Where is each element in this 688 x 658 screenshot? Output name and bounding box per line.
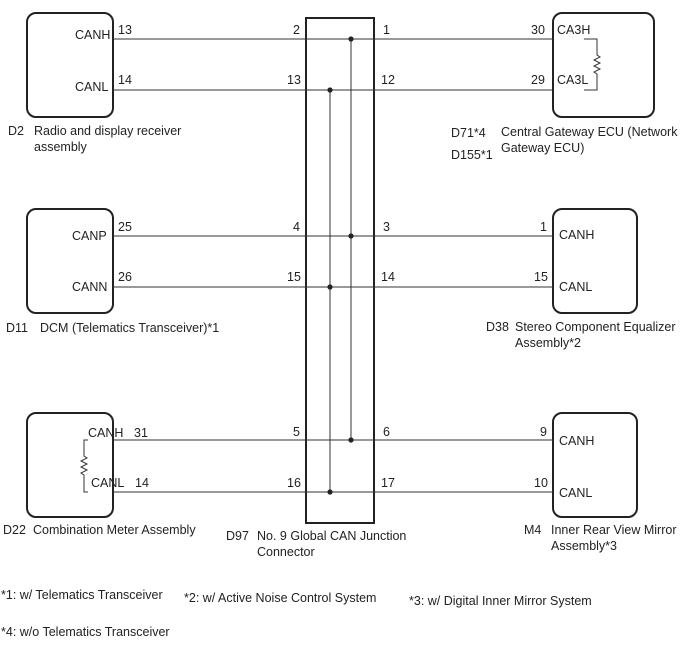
component-name-m4-line2: Assembly*3 xyxy=(551,539,617,553)
pin-number: 10 xyxy=(534,476,548,490)
component-name-d2: Radio and display receiver xyxy=(34,124,182,138)
pin-number: 14 xyxy=(135,476,149,490)
junction-pin-number: 16 xyxy=(287,476,301,490)
pin-number: 13 xyxy=(118,23,132,37)
signal-label: CANH xyxy=(559,434,595,448)
pin-number: 26 xyxy=(118,270,132,284)
signal-label: CANP xyxy=(72,229,107,243)
gateway-terminating-resistor xyxy=(584,38,602,91)
signal-label: CANL xyxy=(75,80,109,94)
signal-label: CANL xyxy=(91,476,125,490)
connector-code-m4: M4 xyxy=(524,523,542,537)
pin-number: 25 xyxy=(118,220,132,234)
splice-dot xyxy=(327,489,333,495)
ecu-box-d11 xyxy=(26,208,114,314)
connector-code-d11: D11 xyxy=(6,321,29,335)
junction-pin-number: 14 xyxy=(381,270,395,284)
signal-label: CA3H xyxy=(557,23,591,37)
meter-terminating-resistor xyxy=(79,439,89,493)
component-name-d2-line2: assembly xyxy=(34,140,87,154)
component-name-gateway-line2: Gateway ECU) xyxy=(501,141,585,155)
signal-label: CANH xyxy=(88,426,124,440)
junction-connector-box xyxy=(305,17,375,524)
junction-pin-number: 17 xyxy=(381,476,395,490)
component-name-gateway: Central Gateway ECU (Network xyxy=(501,125,678,139)
splice-dot xyxy=(348,233,354,239)
component-name-junction-line2: Connector xyxy=(257,545,315,559)
junction-pin-number: 2 xyxy=(293,23,300,37)
junction-pin-number: 4 xyxy=(293,220,300,234)
pin-number: 30 xyxy=(531,23,545,37)
junction-pin-number: 1 xyxy=(383,23,390,37)
footnote: *1: w/ Telematics Transceiver xyxy=(1,588,163,602)
signal-label: CANL xyxy=(559,280,593,294)
footnote: *2: w/ Active Noise Control System xyxy=(184,591,377,605)
junction-pin-number: 13 xyxy=(287,73,301,87)
component-name-junction: No. 9 Global CAN Junction xyxy=(257,529,407,543)
signal-label: CANH xyxy=(75,28,111,42)
footnote: *4: w/o Telematics Transceiver xyxy=(1,625,170,639)
connector-code-d71: D71*4 xyxy=(451,126,486,140)
component-name-d22: Combination Meter Assembly xyxy=(33,523,196,537)
footnote: *3: w/ Digital Inner Mirror System xyxy=(409,594,592,608)
component-name-d38-line2: Assembly*2 xyxy=(515,336,581,350)
connector-code-d38: D38 xyxy=(486,320,509,334)
signal-label: CANN xyxy=(72,280,108,294)
splice-dot xyxy=(348,36,354,42)
ecu-box-d2 xyxy=(26,12,114,118)
pin-number: 29 xyxy=(531,73,545,87)
splice-dot xyxy=(327,284,333,290)
signal-label: CANL xyxy=(559,486,593,500)
pin-number: 9 xyxy=(540,425,547,439)
pin-number: 15 xyxy=(534,270,548,284)
signal-label: CA3L xyxy=(557,73,589,87)
connector-code-d97: D97 xyxy=(226,529,249,543)
ecu-box-d38 xyxy=(552,208,638,314)
pin-number: 1 xyxy=(540,220,547,234)
component-name-m4: Inner Rear View Mirror xyxy=(551,523,677,537)
ecu-box-m4 xyxy=(552,412,638,518)
junction-pin-number: 5 xyxy=(293,425,300,439)
junction-pin-number: 3 xyxy=(383,220,390,234)
connector-code-d2: D2 xyxy=(8,124,24,138)
component-name-d38: Stereo Component Equalizer xyxy=(515,320,676,334)
connector-code-d22: D22 xyxy=(3,523,26,537)
pin-number: 14 xyxy=(118,73,132,87)
signal-label: CANH xyxy=(559,228,595,242)
pin-number: 31 xyxy=(134,426,148,440)
ecu-box-gateway xyxy=(552,12,655,118)
connector-code-d155: D155*1 xyxy=(451,148,493,162)
splice-dot xyxy=(348,437,354,443)
ecu-box-d22 xyxy=(26,412,114,518)
junction-pin-number: 6 xyxy=(383,425,390,439)
splice-dot xyxy=(327,87,333,93)
junction-pin-number: 15 xyxy=(287,270,301,284)
junction-pin-number: 12 xyxy=(381,73,395,87)
component-name-d11: DCM (Telematics Transceiver)*1 xyxy=(40,321,220,335)
